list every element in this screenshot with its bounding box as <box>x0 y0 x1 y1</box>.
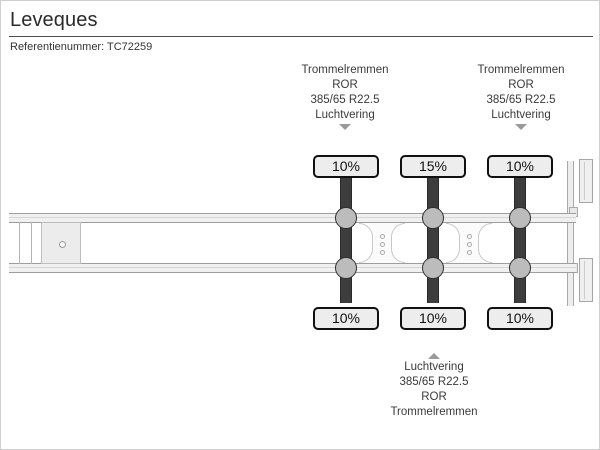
wheel-hub <box>335 257 357 279</box>
callout-brake-type: Trommelremmen <box>477 64 565 76</box>
callout-brake-type: Trommelremmen <box>390 406 478 418</box>
callout-suspension-type: Luchtvering <box>491 109 551 121</box>
hanger-hole <box>467 234 472 239</box>
callout-suspension-type: Luchtvering <box>404 361 464 373</box>
suspension-hanger <box>446 223 492 263</box>
wear-badge-top[interactable]: 10% <box>313 155 379 178</box>
rear-bumper-upper <box>579 159 593 203</box>
page-title: Leveques <box>10 9 98 31</box>
axle-bar <box>427 167 439 303</box>
callout-tyre-size: 385/65 R22.5 <box>486 94 556 106</box>
axle-bar <box>340 167 352 303</box>
trailer-schematic: 10% 10% 15% 10% 10% 10% <box>1 141 599 346</box>
hanger-hole <box>467 250 472 255</box>
callout-tyre-size: 385/65 R22.5 <box>399 376 469 388</box>
front-rib <box>31 222 32 264</box>
hanger-curve-right <box>391 223 405 263</box>
chassis-rail-bottom <box>9 263 576 273</box>
rear-post <box>567 161 574 306</box>
callout-axle-front: Trommelremmen ROR 385/65 R22.5 Luchtveri… <box>250 63 440 130</box>
reference-number: Referentienummer: TC72259 <box>10 41 153 53</box>
wear-badge-bottom[interactable]: 10% <box>400 307 466 330</box>
callout-brake-type: Trommelremmen <box>301 64 389 76</box>
wheel-hub <box>335 207 357 229</box>
kingpin-hole-icon <box>59 241 66 248</box>
chassis-rail-top <box>9 213 576 223</box>
triangle-down-icon <box>339 124 351 130</box>
title-divider <box>9 36 593 37</box>
callout-axle-brand: ROR <box>508 79 534 91</box>
callout-axle-brand: ROR <box>332 79 358 91</box>
axle-bar <box>514 167 526 303</box>
triangle-up-icon <box>428 353 440 359</box>
callout-axle-brand: ROR <box>421 391 447 403</box>
rear-bumper-lower <box>579 258 593 302</box>
callout-axle-bottom: Luchtvering 385/65 R22.5 ROR Trommelremm… <box>339 353 529 420</box>
kingpin-plate <box>41 222 81 264</box>
callout-suspension-type: Luchtvering <box>315 109 375 121</box>
wheel-hub <box>509 207 531 229</box>
kingpin-assembly <box>9 213 81 273</box>
hanger-hole <box>380 234 385 239</box>
hanger-hole <box>380 242 385 247</box>
wear-badge-bottom[interactable]: 10% <box>487 307 553 330</box>
hanger-hole <box>467 242 472 247</box>
wheel-hub <box>509 257 531 279</box>
wheel-hub <box>422 257 444 279</box>
wear-badge-bottom[interactable]: 10% <box>313 307 379 330</box>
wheel-hub <box>422 207 444 229</box>
callout-tyre-size: 385/65 R22.5 <box>310 94 380 106</box>
wear-badge-top[interactable]: 10% <box>487 155 553 178</box>
suspension-hanger <box>359 223 405 263</box>
hanger-curve-right <box>478 223 492 263</box>
triangle-down-icon <box>515 124 527 130</box>
hanger-hole <box>380 250 385 255</box>
callout-axle-rear: Trommelremmen ROR 385/65 R22.5 Luchtveri… <box>426 63 599 130</box>
front-rib <box>19 222 20 264</box>
wear-badge-top[interactable]: 15% <box>400 155 466 178</box>
